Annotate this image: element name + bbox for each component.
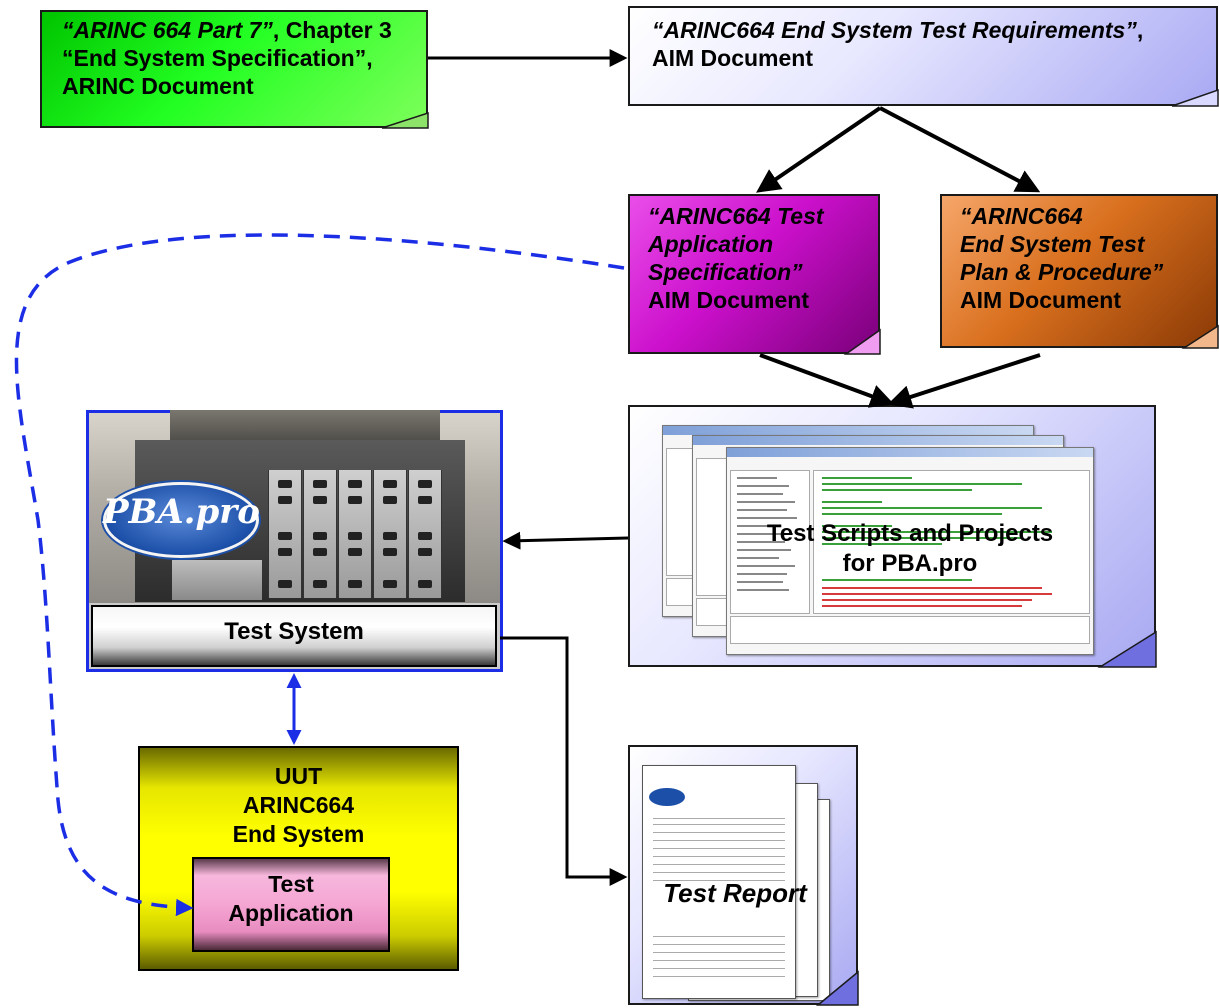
test-scripts-document: Test Scripts and Projects for PBA.pro — [628, 405, 1156, 667]
test-application-line1: Test — [268, 871, 314, 897]
plan-doc-fold — [1181, 324, 1219, 349]
test-app-spec-line3: Specification” — [648, 259, 803, 285]
scripts-doc-fold — [1097, 630, 1157, 668]
test-requirements-line1: “ARINC664 End System Test Requirements”, — [652, 17, 1144, 43]
uut-line2: ARINC664 — [242, 792, 355, 818]
test-scripts-line2: for PBA.pro — [842, 550, 978, 577]
arrow-requirements-to-plan — [879, 106, 1041, 193]
report-doc-fold — [815, 970, 859, 1006]
chassis-card-5 — [408, 470, 442, 598]
test-app-spec-document: “ARINC664 Test Application Specification… — [628, 194, 880, 354]
arinc-spec-line2: “End System Specification”, — [62, 45, 373, 71]
pba-pro-logo — [103, 482, 259, 558]
test-scripts-line1: Test Scripts and Projects — [766, 520, 1054, 547]
arrow-app-spec-to-scripts — [759, 353, 895, 408]
arinc-spec-line1: “ARINC 664 Part 7”, Chapter 3 — [62, 17, 392, 43]
arrow-requirements-to-app-spec — [756, 106, 882, 193]
test-application-box — [192, 857, 390, 952]
dashed-link-app-spec-to-test-app — [14, 233, 625, 917]
test-report-document: Test Report — [628, 745, 858, 1005]
test-app-spec-line2: Application — [648, 231, 774, 257]
test-scripts-label: Test Scripts and Projects for PBA.pro — [710, 519, 1110, 579]
pba-pro-logo-text: PBA.pro — [103, 492, 260, 532]
test-report-label: Test Report — [663, 878, 807, 908]
uut-line3: End System — [232, 821, 365, 847]
arinc-spec-line3: ARINC Document — [62, 73, 254, 99]
uut-line1: UUT — [274, 763, 323, 789]
test-plan-line2: End System Test — [960, 231, 1145, 257]
report-logo-icon — [649, 788, 685, 806]
test-plan-line3: Plan & Procedure” — [960, 259, 1164, 285]
uut-label: UUT ARINC664 End System — [138, 762, 459, 849]
test-application-label: Test Application — [192, 870, 390, 928]
arrow-scripts-to-system — [502, 531, 629, 550]
chassis-top — [170, 410, 440, 442]
arinc-spec-document: “ARINC 664 Part 7”, Chapter 3 “End Syste… — [40, 10, 428, 128]
test-requirements-document: “ARINC664 End System Test Requirements”,… — [628, 6, 1218, 106]
requirements-doc-fold — [1171, 88, 1219, 107]
script-window-front — [726, 447, 1094, 655]
arinc-doc-fold — [381, 111, 429, 129]
test-app-spec-line1: “ARINC664 Test — [648, 203, 824, 229]
test-plan-line4: AIM Document — [960, 287, 1121, 313]
test-app-spec-line4: AIM Document — [648, 287, 809, 313]
chassis-card-3 — [338, 470, 372, 598]
test-plan-document: “ARINC664 End System Test Plan & Procedu… — [940, 194, 1218, 348]
test-application-line2: Application — [228, 900, 354, 926]
chassis-card-2 — [303, 470, 337, 598]
chassis-left-panel — [172, 560, 262, 600]
test-requirements-line2: AIM Document — [652, 45, 813, 71]
test-system-label: Test System — [224, 618, 364, 645]
chassis-card-4 — [373, 470, 407, 598]
report-page-front — [642, 765, 796, 999]
arrow-plan-to-scripts — [887, 353, 1041, 409]
app-spec-doc-fold — [843, 328, 881, 355]
chassis-card-1 — [268, 470, 302, 598]
test-plan-line1: “ARINC664 — [960, 203, 1083, 229]
test-system-label-bar — [91, 605, 497, 667]
arrow-system-to-report — [500, 636, 628, 886]
